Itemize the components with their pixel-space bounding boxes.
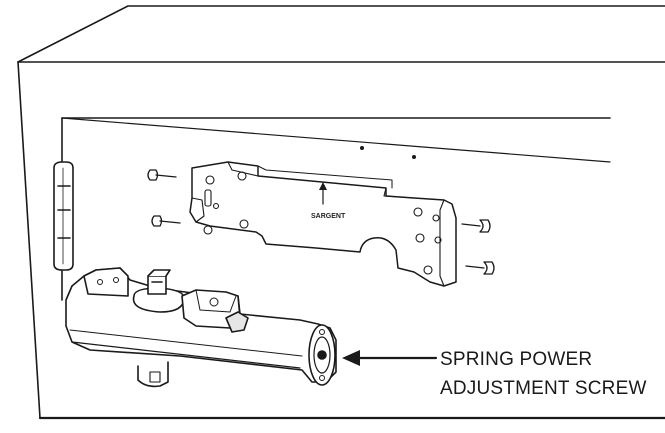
callout-label-line2: ADJUSTMENT SCREW xyxy=(440,378,647,399)
door-hinge xyxy=(53,161,74,271)
screw-right-top xyxy=(461,219,491,233)
screw-left-bottom xyxy=(151,215,181,227)
plate-brand-label: SARGENT xyxy=(311,213,346,220)
plate-holes xyxy=(203,171,442,275)
end-cap xyxy=(308,324,336,386)
screw-right-bottom xyxy=(465,261,495,275)
mounting-plate xyxy=(189,161,457,287)
callout-arrow xyxy=(342,350,438,366)
mounting-screws xyxy=(147,169,495,275)
door-marks xyxy=(360,146,416,159)
pinion-spindle xyxy=(132,269,185,313)
bottom-spindle xyxy=(137,361,169,388)
screw-left-top xyxy=(147,169,177,181)
spring-adjustment-screw xyxy=(317,350,327,360)
callout-label-line1: SPRING POWER xyxy=(440,349,593,370)
door-closer-body xyxy=(65,267,337,388)
